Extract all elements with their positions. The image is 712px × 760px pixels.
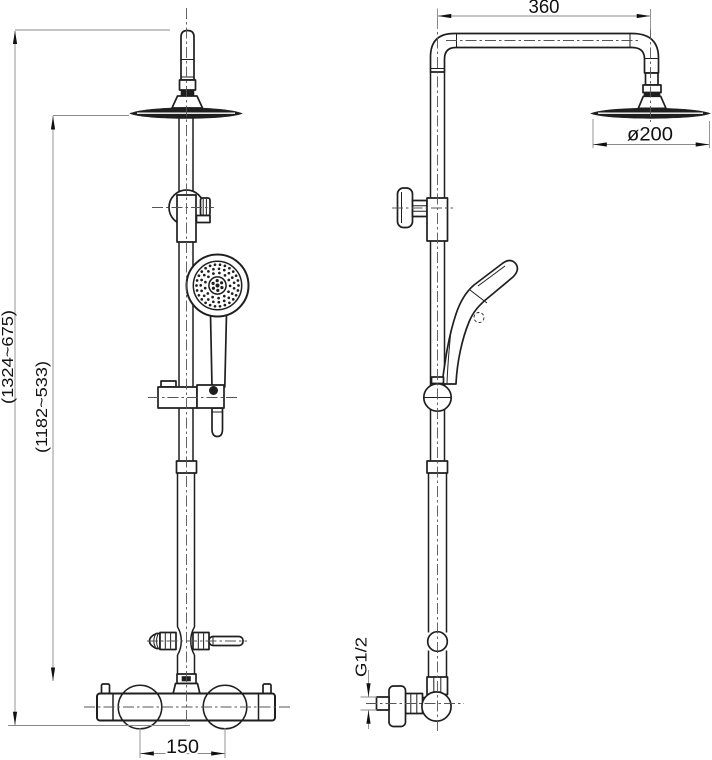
riser-pipe-side: [429, 72, 446, 198]
riser-top-front: [171, 29, 204, 109]
shower-arm-side: [429, 32, 660, 74]
dimension-thread-size: G1/2: [354, 637, 377, 729]
dimension-inlet-spacing: 150: [139, 728, 226, 760]
dimension-label-arm-width: 360: [529, 0, 560, 18]
slider-bracket-front: [157, 380, 225, 409]
bracket-knob-front: [199, 197, 211, 217]
hand-shower-handle-front: [209, 313, 228, 388]
wall-flange: [388, 685, 407, 728]
dimension-head-diameter: ø200: [592, 119, 710, 148]
dimension-label-head-diameter: ø200: [627, 125, 673, 146]
hand-shower-hose-end: [211, 407, 224, 438]
dimension-label-overall-height: (1324~675): [0, 310, 17, 404]
overhead-shower-front: [129, 107, 243, 119]
front-view: [84, 8, 292, 730]
side-view-centerlines: [366, 18, 651, 734]
dimension-label-rail-height: (1182~533): [34, 361, 51, 453]
elbow-ball: [421, 691, 452, 722]
hand-shower-front: [185, 253, 250, 438]
spray-holes: [195, 263, 240, 308]
dimension-arm-width: 360: [437, 0, 651, 30]
wall-bracket-side: [396, 187, 449, 242]
hang-hole: [473, 312, 485, 323]
front-view-centerlines: [84, 8, 292, 722]
inlet-connector-side: [375, 676, 452, 728]
side-view: [366, 18, 711, 734]
dimension-overall-height: (1324~675): [0, 29, 190, 726]
hand-shower-side: [441, 259, 519, 385]
lower-pipe-front: [176, 473, 196, 674]
dimension-rail-height: (1182~533): [34, 115, 129, 681]
dimension-label-inlet-spacing: 150: [166, 737, 199, 758]
wall-bracket-front: [168, 189, 211, 243]
dimension-label-thread-size: G1/2: [354, 637, 371, 677]
